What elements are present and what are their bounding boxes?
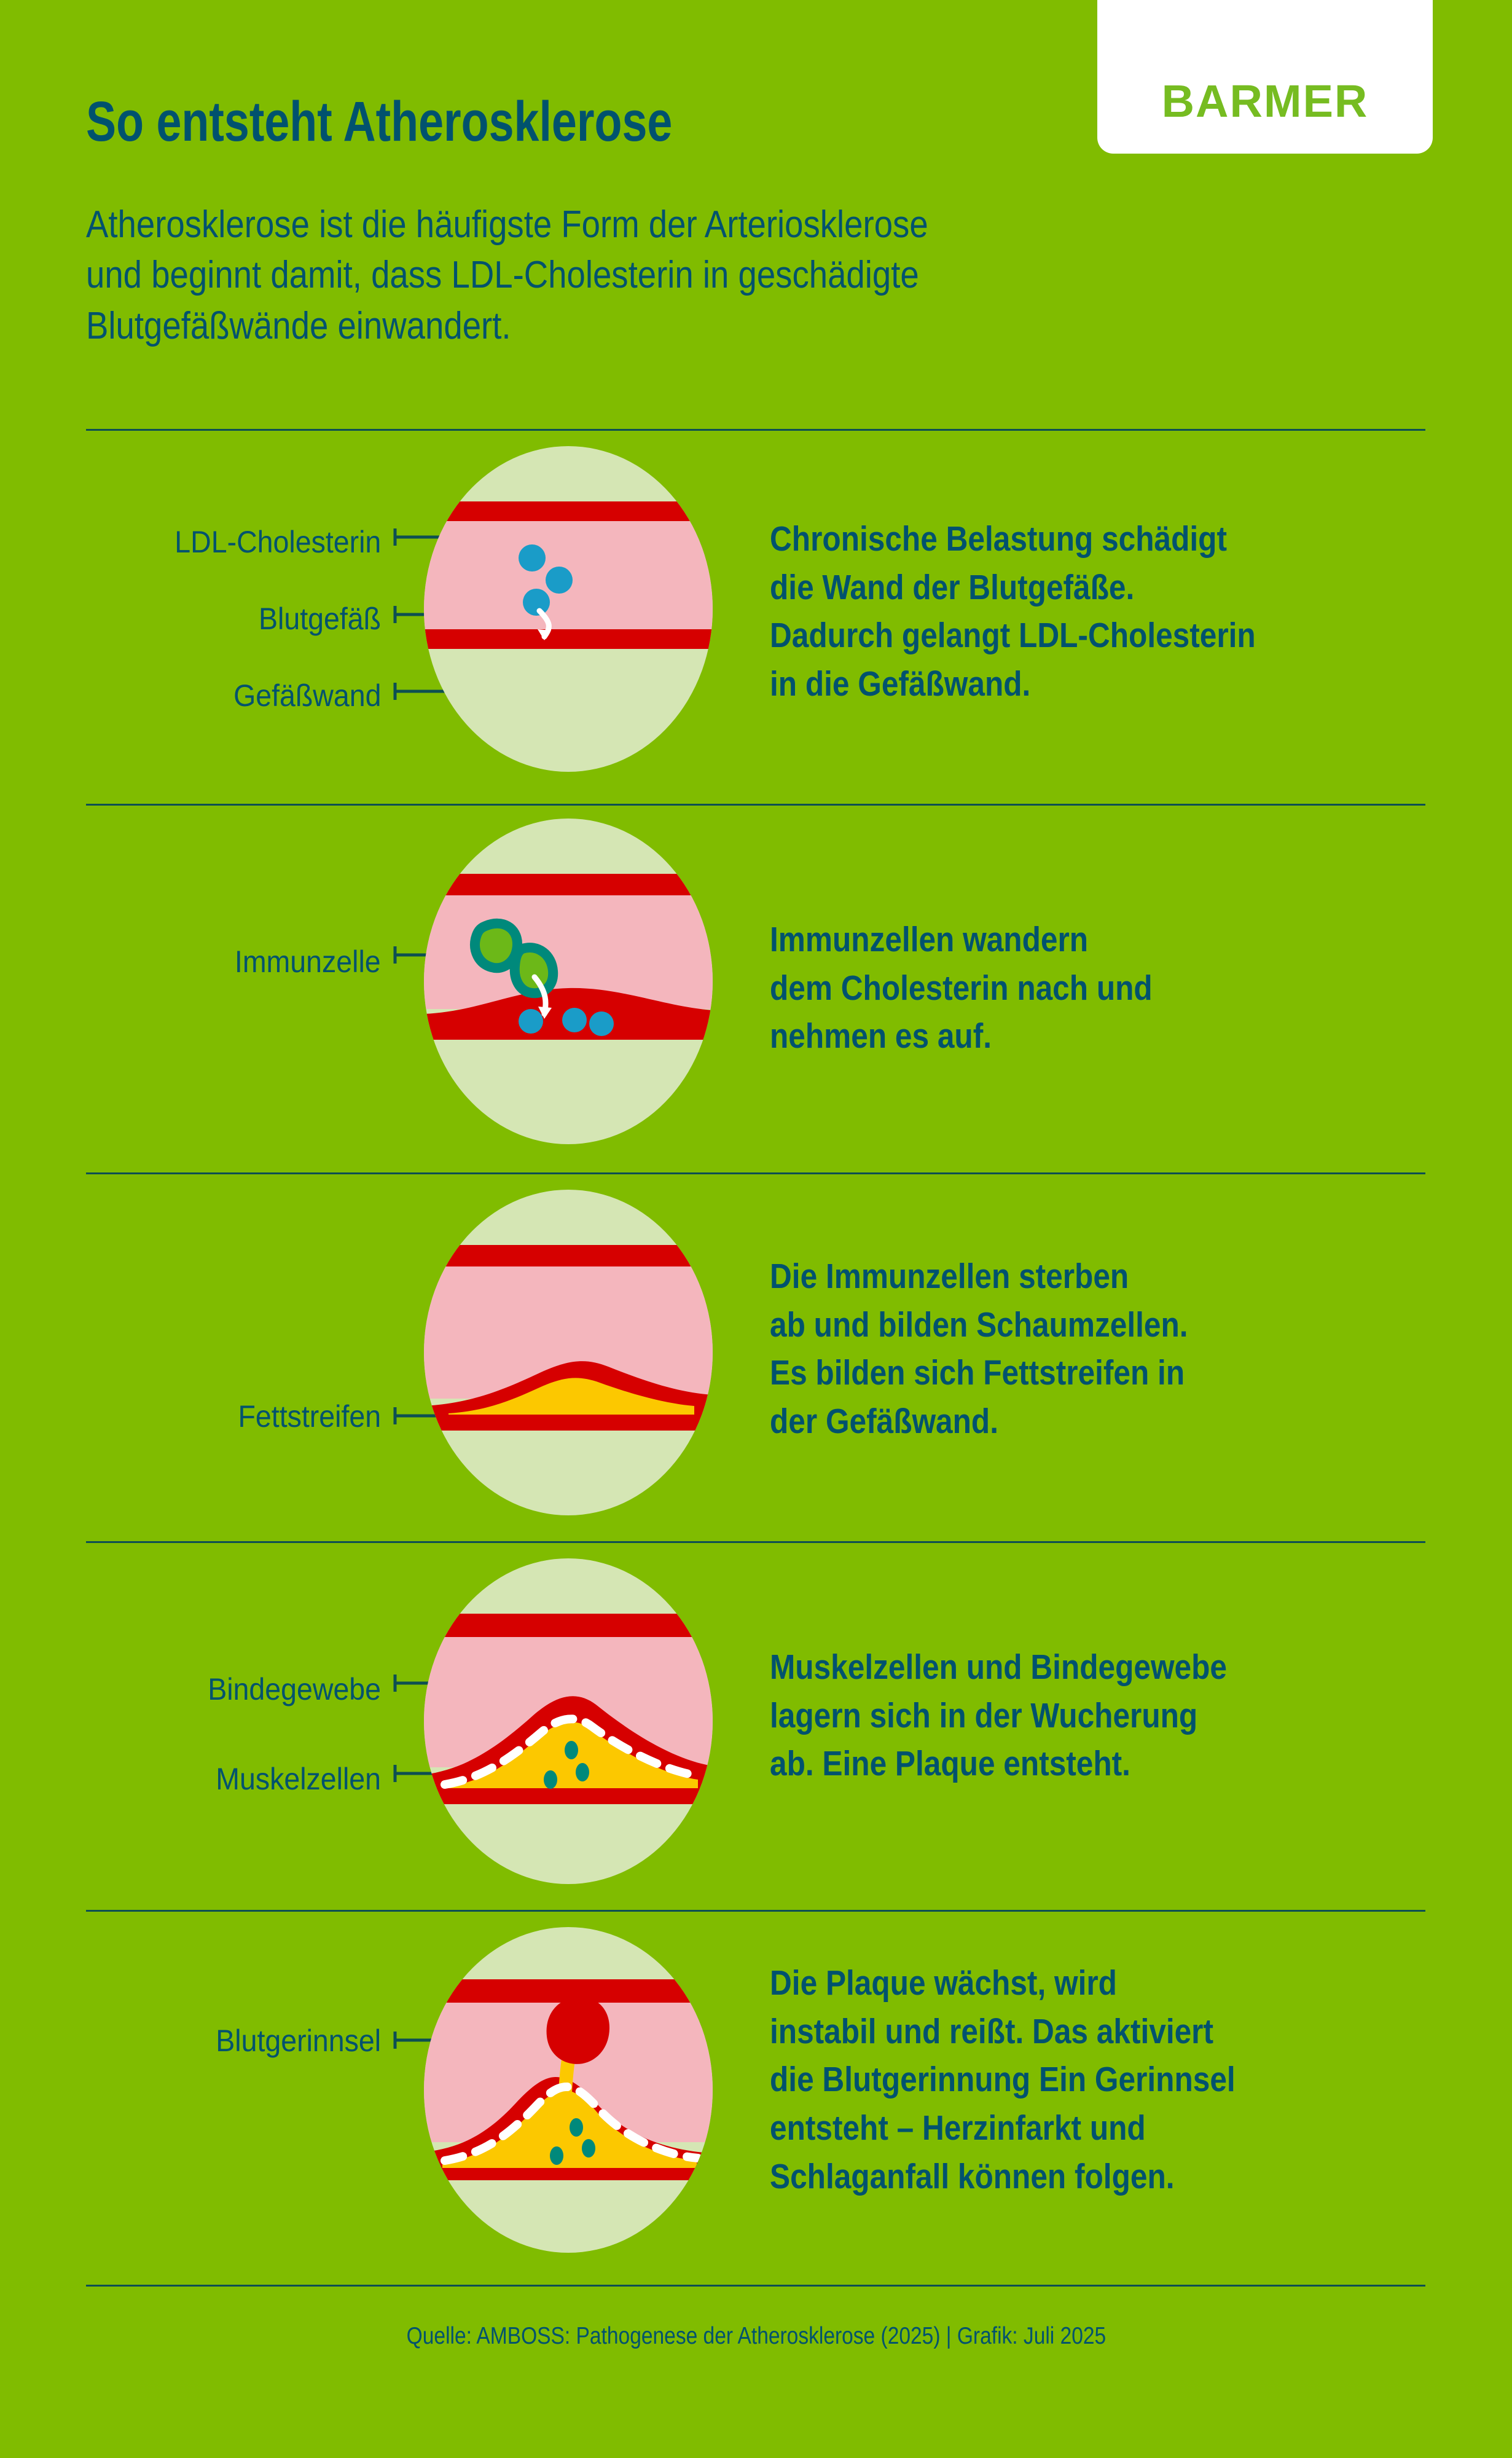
footer-source: Quelle: AMBOSS: Pathogenese der Atherosk… — [0, 2323, 1512, 2350]
label-ldl-cholesterin: LDL-Cholesterin — [174, 525, 381, 559]
step-1-body: Chronische Belastung schädigt die Wand d… — [770, 519, 1256, 704]
footer-source-text: Quelle: AMBOSS: Pathogenese der Atherosk… — [406, 2323, 1106, 2349]
divider-1 — [86, 804, 1425, 806]
step-4-diagram — [424, 1558, 713, 1884]
step-5-body: Die Plaque wächst, wird instabil und rei… — [770, 1963, 1236, 2196]
label-blutgerinnsel: Blutgerinnsel — [216, 2024, 381, 2058]
step-4-body: Muskelzellen und Bindegewebe lagern sich… — [770, 1647, 1227, 1784]
page-title: So entsteht Atherosklerose — [86, 90, 673, 153]
divider-3 — [86, 1541, 1425, 1543]
divider-bottom — [86, 2285, 1425, 2287]
step-2-diagram — [424, 819, 713, 1144]
step-1-diagram — [424, 446, 713, 772]
barmer-logo: BARMER — [1097, 0, 1433, 154]
label-fettstreifen: Fettstreifen — [238, 1399, 381, 1434]
page-subtitle: Atherosklerose ist die häufigste Form de… — [86, 203, 928, 347]
divider-top — [86, 429, 1425, 431]
label-immunzelle: Immunzelle — [235, 944, 381, 979]
step-5-diagram — [424, 1927, 713, 2253]
step-3-diagram — [424, 1190, 713, 1515]
label-muskelzellen: Muskelzellen — [216, 1762, 381, 1796]
step-3-body: Die Immunzellen sterben ab und bilden Sc… — [770, 1257, 1188, 1441]
step-2-body: Immunzellen wandern dem Cholesterin nach… — [770, 920, 1153, 1056]
label-gefaesswand: Gefäßwand — [233, 678, 381, 713]
label-bindegewebe: Bindegewebe — [208, 1672, 381, 1706]
label-blutgefaess: Blutgefäß — [258, 602, 381, 636]
divider-2 — [86, 1172, 1425, 1174]
logo-wordmark: BARMER — [1161, 76, 1369, 127]
divider-4 — [86, 1910, 1425, 1912]
